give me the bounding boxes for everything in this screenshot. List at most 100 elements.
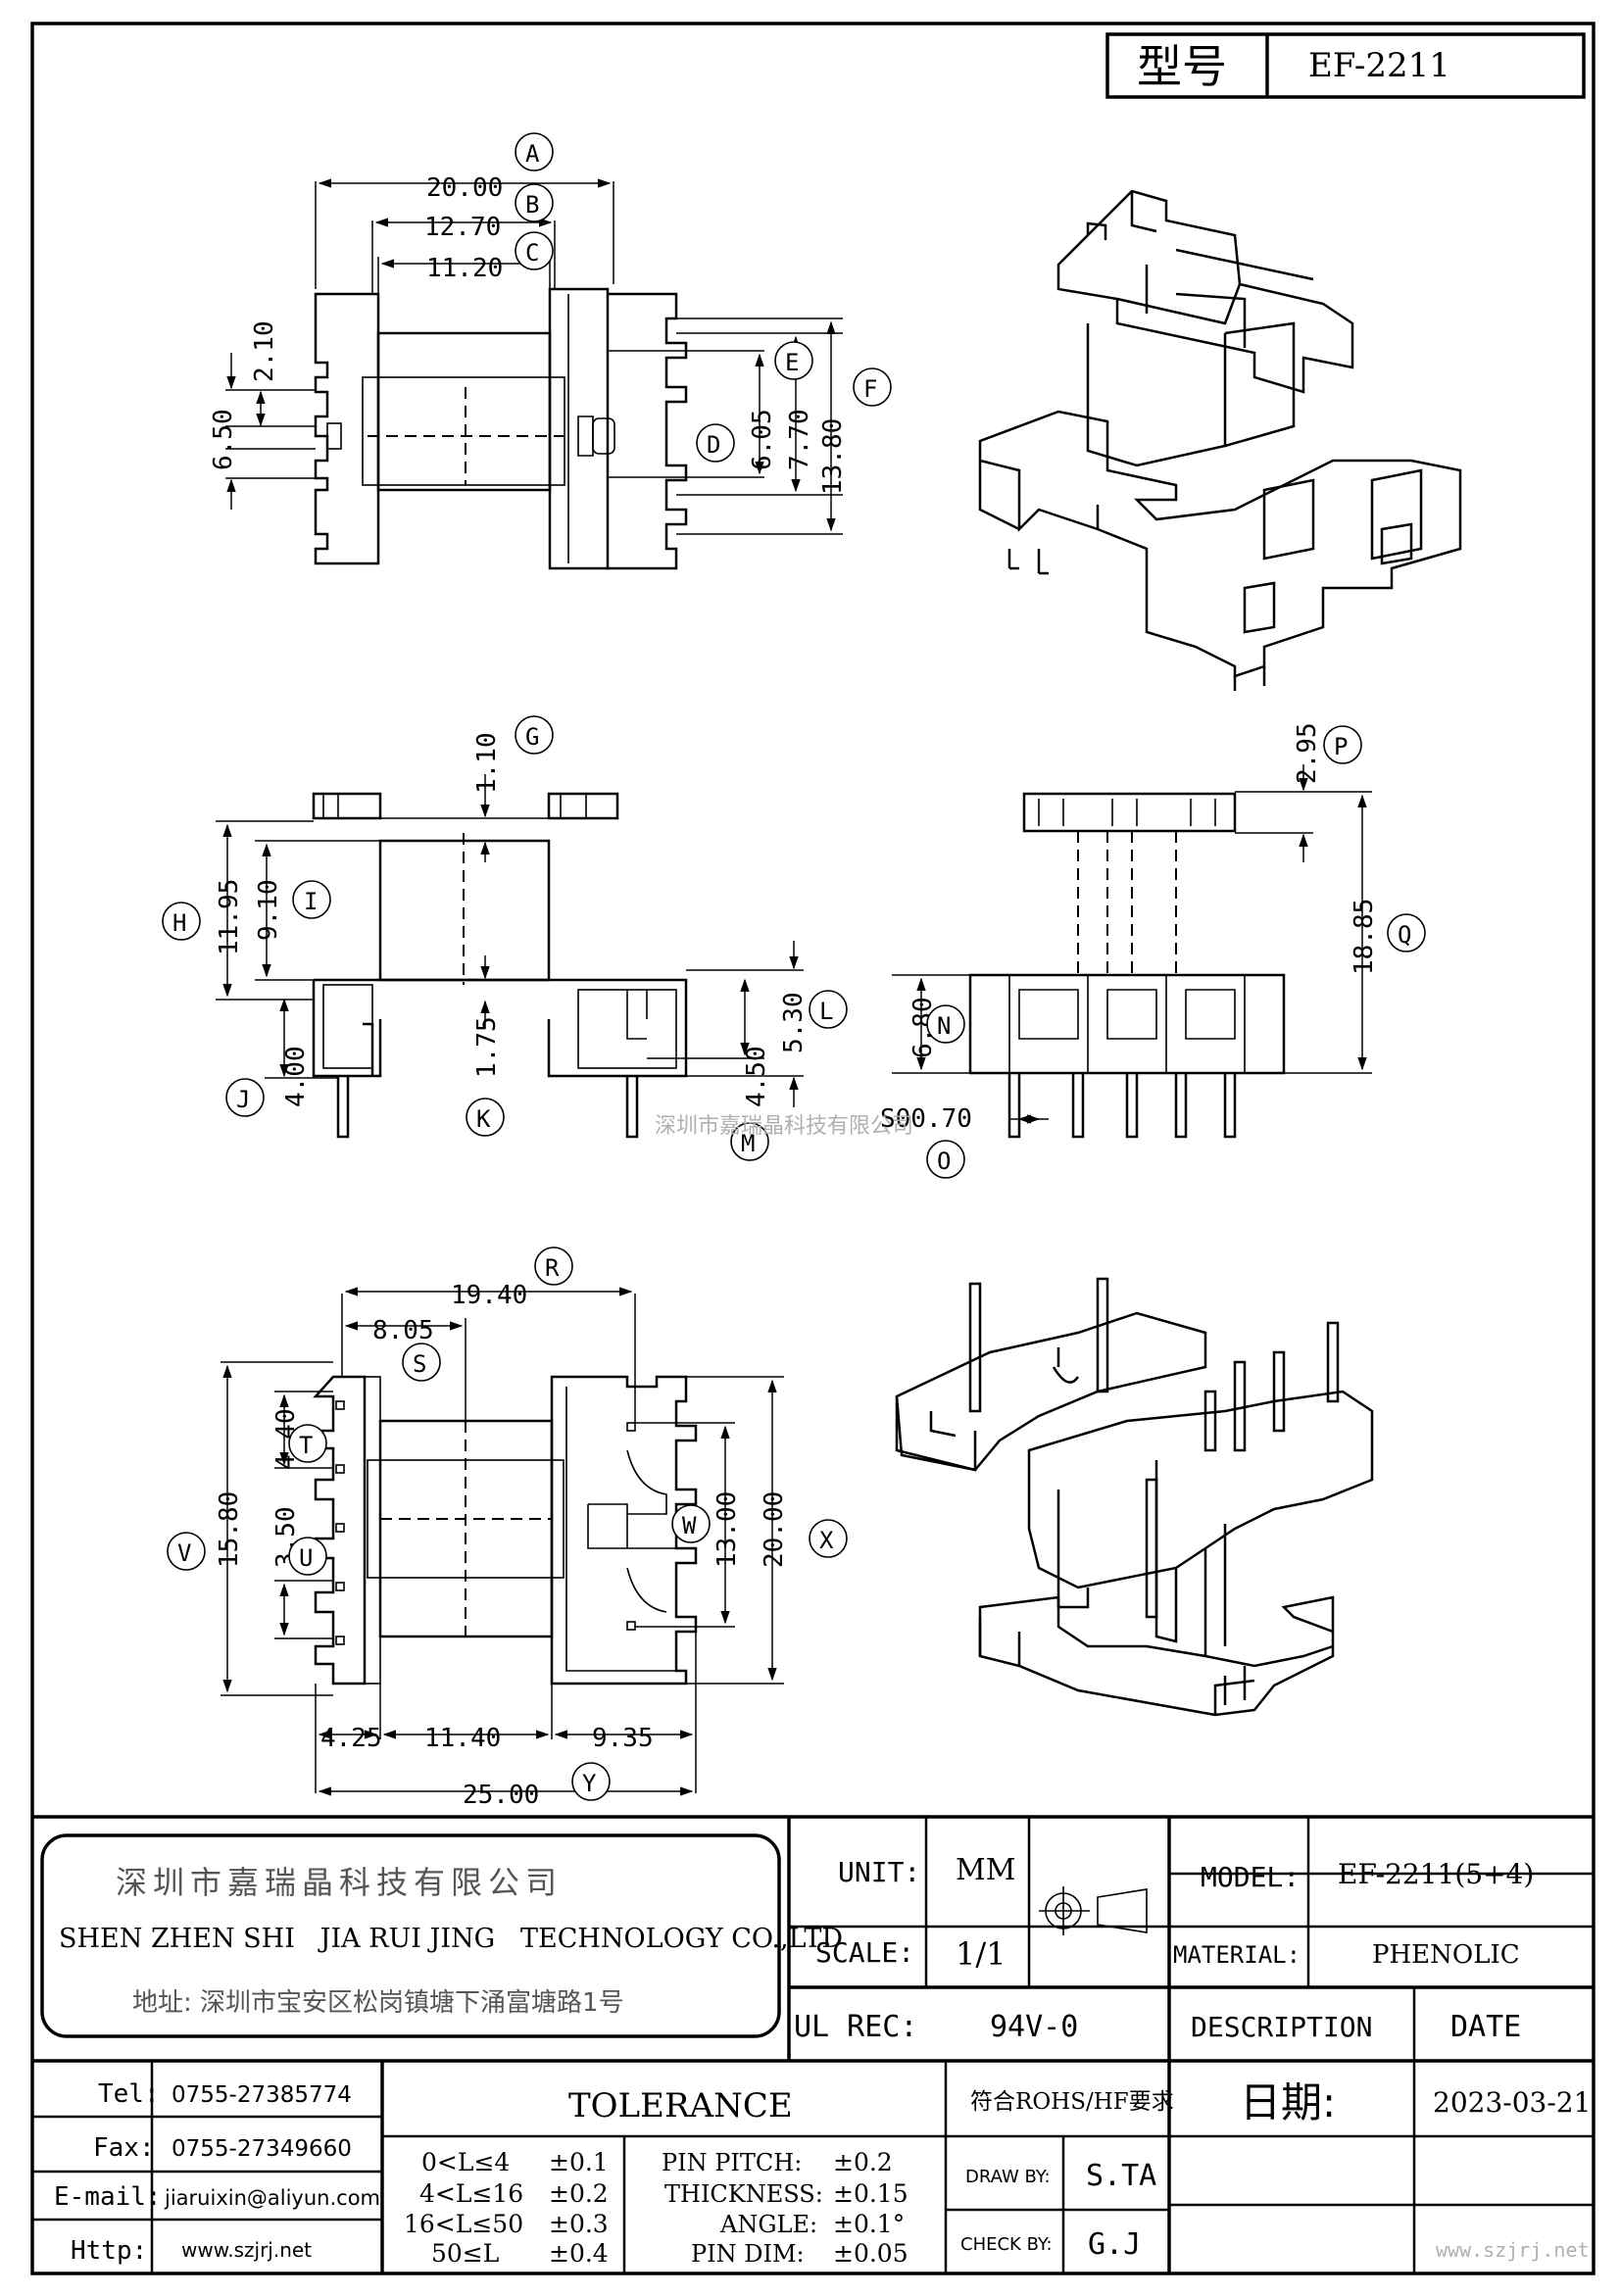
balloon-E: E [785,349,799,376]
dim-P: 2.95 [1293,722,1322,784]
http-label: Http: [71,2236,147,2266]
dim-V: 15.80 [215,1491,244,1568]
balloon-K: K [476,1105,491,1133]
side-view: 11.95 9.10 4.00 1.10 1.75 5.30 4.50 G H … [162,715,848,1161]
dim-11-40: 11.40 [424,1724,501,1753]
balloon-P: P [1334,733,1348,760]
dim-B: 12.70 [424,213,501,242]
balloon-I: I [304,888,318,915]
balloon-G: G [525,723,539,751]
dim-J: 4.00 [281,1046,311,1107]
sheet-border [30,22,1595,2275]
date-value: 2023-03-21 [1433,2086,1591,2119]
tel-label: Tel: [98,2079,160,2109]
balloon-V: V [177,1539,191,1567]
balloon-C: C [525,239,539,267]
tol-item-value-3: ±0.05 [833,2239,908,2268]
ul-value: 94V-0 [990,2010,1078,2044]
balloon-M: M [741,1130,755,1157]
tol-item-1: THICKNESS: [664,2180,823,2208]
tol-value-0: ±0.1 [549,2148,609,2176]
tolerance-title: TOLERANCE [568,2086,793,2125]
material-value: PHENOLIC [1372,1940,1520,1970]
tol-range-3: 50≤L [431,2239,499,2268]
unit-value: MM [956,1853,1015,1887]
projection-symbol-icon [1039,1886,1148,1935]
dim-Q: 18.85 [1350,899,1379,975]
dim-W: 13.00 [712,1491,742,1568]
tol-item-0: PIN PITCH: [662,2149,802,2176]
date-cn-label: 日期: [1240,2078,1336,2126]
dim-L: 5.30 [779,992,809,1053]
dim-F: 13.80 [818,418,848,495]
dim-6-50: 6.50 [209,409,238,470]
balloon-U: U [299,1544,313,1572]
ul-label: UL REC: [794,2010,917,2044]
draw-label: DRAW BY: [965,2167,1051,2187]
dim-M: 4.50 [742,1046,771,1107]
tol-value-3: ±0.4 [549,2239,609,2268]
dim-A: 20.00 [426,173,503,203]
balloon-F: F [863,375,877,403]
dim-G: 1.10 [472,732,502,794]
dim-R: 19.40 [451,1281,527,1310]
dim-D: 7.70 [785,409,814,470]
isometric-view-bottom [895,1277,1374,1717]
balloon-X: X [819,1527,834,1554]
company-name-en: SHEN ZHEN SHI JIA RUI JING TECHNOLOGY CO… [59,1924,843,1954]
tol-item-value-0: ±0.2 [833,2148,893,2176]
tol-value-1: ±0.2 [549,2179,609,2208]
dim-K: 1.75 [472,1016,502,1078]
rohs-note: 符合ROHS/HF要求 [970,2089,1174,2115]
tel-value: 0755-27385774 [172,2082,352,2108]
dim-4-25: 4.25 [320,1724,382,1753]
balloon-J: J [236,1086,250,1113]
type-label: 型号 [1137,40,1227,93]
email-label: E-mail: [54,2182,162,2212]
balloon-Y: Y [582,1770,597,1797]
company-address: 地址: 深圳市宝安区松岗镇塘下涌富塘路1号 [132,1988,624,2018]
title-block: 深圳市嘉瑞晶科技有限公司 SHEN ZHEN SHI JIA RUI JING … [32,1815,1594,2273]
fax-value: 0755-27349660 [172,2136,352,2162]
model-value: EF-2211(5+4) [1338,1858,1534,1890]
balloon-N: N [937,1012,951,1040]
header-box: 型号 EF-2211 [1105,32,1586,99]
dim-S: 8.05 [372,1316,434,1345]
check-value: G.J [1088,2227,1141,2262]
description-label: DESCRIPTION [1191,2011,1372,2043]
balloon-W: W [682,1512,697,1539]
unit-label: UNIT: [838,1856,920,1888]
tol-item-value-2: ±0.1° [833,2210,905,2238]
balloon-S: S [413,1350,426,1378]
tol-item-value-1: ±0.15 [833,2179,908,2208]
header-model: EF-2211 [1308,46,1450,85]
tol-item-3: PIN DIM: [691,2240,805,2268]
dim-2-10: 2.10 [250,320,279,382]
isometric-view-top [978,189,1462,691]
material-label: MATERIAL: [1173,1941,1301,1969]
top-view: 20.00 12.70 11.20 2.10 6.50 6.05 7.70 13… [209,132,892,570]
company-name-cn: 深圳市嘉瑞晶科技有限公司 [116,1864,563,1901]
dim-E: 6.05 [748,409,777,470]
tol-range-2: 16<L≤50 [404,2210,523,2238]
dim-I: 9.10 [254,879,283,941]
http-value: www.szjrj.net [181,2238,312,2262]
balloon-H: H [172,909,186,937]
email-value: jiaruixin@aliyun.com [164,2186,380,2210]
dim-O: S00.70 [880,1104,972,1134]
check-label: CHECK BY: [960,2234,1053,2255]
balloon-O: O [937,1148,951,1175]
draw-value: S.TA [1086,2159,1156,2193]
balloon-D: D [707,431,720,459]
balloon-A: A [525,140,540,168]
balloon-L: L [819,998,833,1025]
balloon-T: T [299,1432,313,1459]
dim-X: 20.00 [760,1491,789,1568]
scale-value: 1/1 [956,1935,1006,1973]
scale-label: SCALE: [815,1936,914,1969]
bottom-view: 19.40 8.05 15.80 4.40 3.50 13.00 20.00 4… [167,1246,848,1810]
watermark-corner: www.szjrj.net [1436,2238,1590,2262]
tol-value-2: ±0.3 [549,2210,609,2238]
balloon-R: R [545,1254,560,1282]
dim-H: 11.95 [215,879,244,955]
